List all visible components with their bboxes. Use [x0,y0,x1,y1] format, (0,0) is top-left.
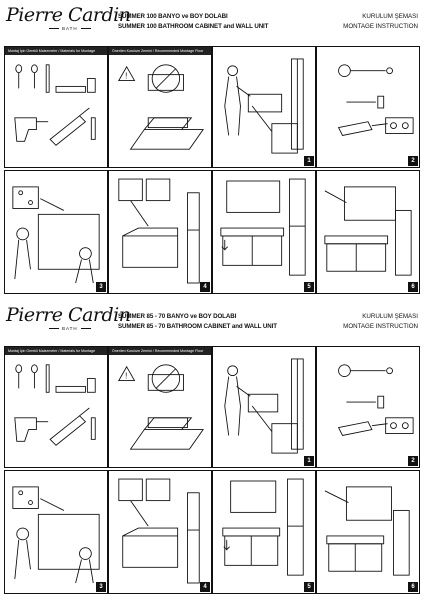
step-5-illustration [220,178,306,276]
step-number: 4 [200,282,210,292]
logo-sub: BATH [46,326,94,331]
sheet-header: Pierre Cardin BATH SUMMER 100 BANYO ve B… [6,4,418,42]
instruction-grid: Montaj İçin Gerekli Malzemeler / Materia… [4,46,420,296]
floor-panel: Önerilen Kurulum Zemini / Recommended Mo… [108,46,212,168]
tools-illustration [14,64,96,146]
step-number: 3 [96,582,106,592]
title-turkish: SUMMER 85 - 70 BANYO ve BOY DOLABI [118,313,237,320]
logo-text: Pierre Cardin [6,4,131,26]
svg-text:!: ! [125,72,127,81]
materials-panel: Montaj İçin Gerekli Malzemeler / Materia… [4,46,108,168]
step-5-panel: 5 [212,470,316,594]
step-1-illustration [224,358,304,454]
product-titles: SUMMER 85 - 70 BANYO ve BOY DOLABI SUMME… [118,312,277,332]
step-5-illustration [222,478,304,576]
materials-panel: Montaj İçin Gerekli Malzemeler / Materia… [4,346,108,468]
instruction-title-turkish: KURULUM ŞEMASI [362,313,418,320]
instruction-sheet-summer-85-70: Pierre Cardin BATH SUMMER 85 - 70 BANYO … [0,300,424,600]
brand-logo: Pierre Cardin BATH [6,4,131,38]
step-3-illustration [12,486,100,584]
step-number: 3 [96,282,106,292]
step-number: 6 [408,582,418,592]
step-number: 5 [304,282,314,292]
step-6-illustration [324,186,412,276]
svg-text:!: ! [125,372,127,381]
step-1-panel: 1 [212,46,316,168]
materials-caption: Montaj İçin Gerekli Malzemeler / Materia… [5,47,107,55]
title-turkish: SUMMER 100 BANYO ve BOY DOLABI [118,13,228,20]
step-3-panel: 3 [4,470,108,594]
step-3-panel: 3 [4,170,108,294]
product-titles: SUMMER 100 BANYO ve BOY DOLABI SUMMER 10… [118,12,268,32]
floor-panel: Önerilen Kurulum Zemini / Recommended Mo… [108,346,212,468]
tools-illustration [14,364,96,446]
step-number: 4 [200,582,210,592]
step-2-panel: 2 [316,346,420,468]
step-2-illustration [337,64,414,136]
instruction-titles: KURULUM ŞEMASI MONTAGE INSTRUCTION [343,12,418,32]
brand-logo: Pierre Cardin BATH [6,304,131,338]
step-3-illustration [12,186,100,284]
step-4-illustration [118,478,200,584]
step-4-panel: 4 [108,470,212,594]
instruction-title-english: MONTAGE INSTRUCTION [343,23,418,30]
step-2-illustration [337,364,414,436]
instruction-title-english: MONTAGE INSTRUCTION [343,323,418,330]
step-2-panel: 2 [316,46,420,168]
step-6-panel: 6 [316,470,420,594]
instruction-title-turkish: KURULUM ŞEMASI [362,13,418,20]
floor-illustration: ! [118,364,205,450]
logo-text: Pierre Cardin [6,304,131,326]
step-1-panel: 1 [212,346,316,468]
step-5-panel: 5 [212,170,316,294]
floor-caption: Önerilen Kurulum Zemini / Recommended Mo… [109,347,211,355]
title-english: SUMMER 85 - 70 BATHROOM CABINET and WALL… [118,323,277,330]
step-number: 1 [304,156,314,166]
step-number: 5 [304,582,314,592]
step-number: 2 [408,456,418,466]
logo-sub: BATH [46,26,94,31]
step-4-panel: 4 [108,170,212,294]
title-english: SUMMER 100 BATHROOM CABINET and WALL UNI… [118,23,269,30]
step-6-illustration [324,486,410,576]
step-number: 2 [408,156,418,166]
instruction-titles: KURULUM ŞEMASI MONTAGE INSTRUCTION [343,312,418,332]
floor-caption: Önerilen Kurulum Zemini / Recommended Mo… [109,47,211,55]
instruction-sheet-summer-100: Pierre Cardin BATH SUMMER 100 BANYO ve B… [0,0,424,300]
step-1-illustration [224,58,304,154]
sheet-header: Pierre Cardin BATH SUMMER 85 - 70 BANYO … [6,304,418,342]
materials-caption: Montaj İçin Gerekli Malzemeler / Materia… [5,347,107,355]
step-number: 6 [408,282,418,292]
instruction-grid: Montaj İçin Gerekli Malzemeler / Materia… [4,346,420,596]
step-4-illustration [118,178,200,284]
step-6-panel: 6 [316,170,420,294]
step-number: 1 [304,456,314,466]
floor-illustration: ! [118,64,205,150]
